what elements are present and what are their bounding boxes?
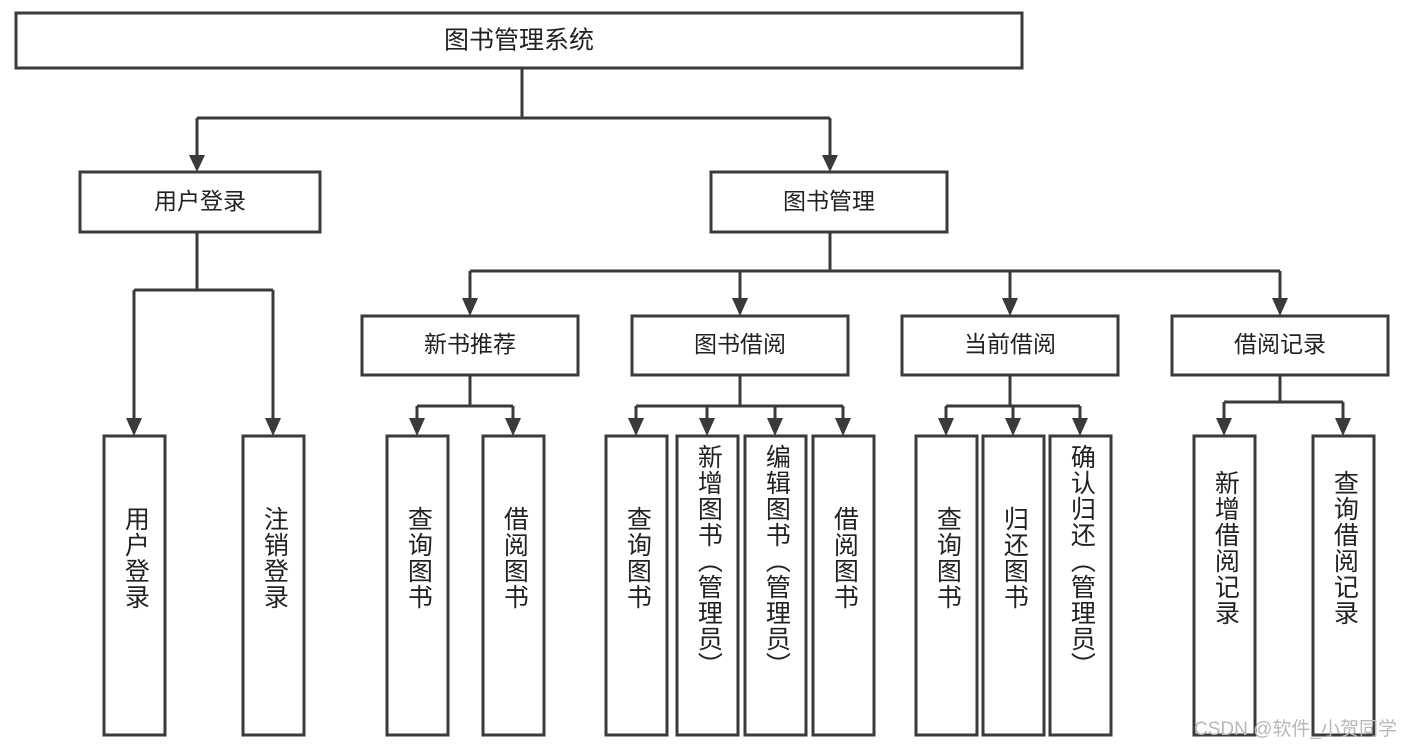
node-new-book-recommend-box[interactable] bbox=[360, 314, 580, 377]
leaf-box-borrow-book-1[interactable] bbox=[481, 434, 546, 737]
node-root[interactable]: 图书管理系统 bbox=[14, 11, 1024, 70]
connectors-book-borrow-to-leaves bbox=[628, 375, 851, 436]
node-borrow-record-label: 借阅记录 bbox=[1234, 331, 1326, 357]
connectors-new-book-recommend-to-leaves bbox=[409, 375, 521, 436]
arrowhead-book-management bbox=[822, 155, 838, 172]
leaf-box-add-record[interactable] bbox=[1192, 434, 1257, 737]
node-current-borrow[interactable]: 当前借阅 bbox=[900, 314, 1120, 377]
arrowhead-leaf-query-book-1 bbox=[409, 418, 425, 436]
node-new-book-recommend[interactable]: 新书推荐 bbox=[360, 314, 580, 377]
arrowhead-leaf-logout-login bbox=[265, 418, 281, 436]
leaf-box-query-book-2[interactable] bbox=[604, 434, 669, 737]
leaf-box-query-record[interactable] bbox=[1311, 434, 1376, 737]
node-root-label: 图书管理系统 bbox=[444, 27, 594, 55]
leaf-boxes bbox=[102, 434, 1376, 737]
arrowhead-leaf-confirm-return bbox=[1072, 418, 1088, 436]
arrowhead-leaf-borrow-book-2 bbox=[835, 418, 851, 436]
connectors-current-borrow-to-leaves bbox=[938, 375, 1088, 436]
leaf-box-return-book[interactable] bbox=[981, 434, 1046, 737]
node-book-borrow-label: 图书借阅 bbox=[694, 331, 786, 357]
node-borrow-record-box[interactable] bbox=[1170, 314, 1390, 377]
leaf-box-edit-book[interactable] bbox=[743, 434, 808, 737]
arrowhead-leaf-edit-book bbox=[767, 418, 783, 436]
leaf-box-borrow-book-2[interactable] bbox=[811, 434, 876, 737]
arrowhead-leaf-query-book-2 bbox=[628, 418, 644, 436]
leaf-box-query-book-1[interactable] bbox=[385, 434, 450, 737]
node-user-login-box[interactable] bbox=[78, 170, 322, 234]
leaf-box-confirm-return[interactable] bbox=[1048, 434, 1113, 737]
arrowhead-leaf-add-book bbox=[699, 418, 715, 436]
node-user-login[interactable]: 用户登录 bbox=[78, 170, 322, 234]
leaf-box-user-login[interactable] bbox=[102, 434, 167, 737]
arrowhead-leaf-query-record bbox=[1335, 418, 1351, 436]
node-book-management-label: 图书管理 bbox=[783, 188, 875, 214]
node-new-book-recommend-label: 新书推荐 bbox=[424, 331, 516, 357]
node-book-borrow-box[interactable] bbox=[630, 314, 850, 377]
arrowhead-leaf-borrow-book-1 bbox=[505, 418, 521, 436]
leaf-box-add-book[interactable] bbox=[675, 434, 740, 737]
node-user-login-label: 用户登录 bbox=[154, 188, 246, 214]
arrowhead-new-book-recommend bbox=[462, 298, 478, 316]
connectors-borrow-record-to-leaves bbox=[1216, 375, 1351, 436]
leaf-box-query-book-3[interactable] bbox=[914, 434, 979, 737]
arrowhead-leaf-add-record bbox=[1216, 418, 1232, 436]
connectors-root-to-level2 bbox=[189, 68, 838, 172]
leaf-box-logout-login[interactable] bbox=[241, 434, 306, 737]
node-borrow-record[interactable]: 借阅记录 bbox=[1170, 314, 1390, 377]
node-root-box[interactable] bbox=[14, 11, 1024, 70]
node-book-borrow[interactable]: 图书借阅 bbox=[630, 314, 850, 377]
node-book-management[interactable]: 图书管理 bbox=[709, 170, 949, 234]
node-current-borrow-label: 当前借阅 bbox=[964, 331, 1056, 357]
connectors-book-management-to-level3 bbox=[462, 232, 1288, 316]
node-book-management-box[interactable] bbox=[709, 170, 949, 234]
arrowhead-leaf-query-book-3 bbox=[938, 418, 954, 436]
connectors-user-login-to-leaves bbox=[126, 232, 281, 436]
arrowhead-leaf-return-book bbox=[1005, 418, 1021, 436]
arrowhead-user-login bbox=[189, 155, 205, 172]
arrowhead-borrow-record bbox=[1272, 298, 1288, 316]
arrowhead-leaf-user-login bbox=[126, 418, 142, 436]
arrowhead-current-borrow bbox=[1002, 298, 1018, 316]
node-current-borrow-box[interactable] bbox=[900, 314, 1120, 377]
arrowhead-book-borrow bbox=[732, 298, 748, 316]
